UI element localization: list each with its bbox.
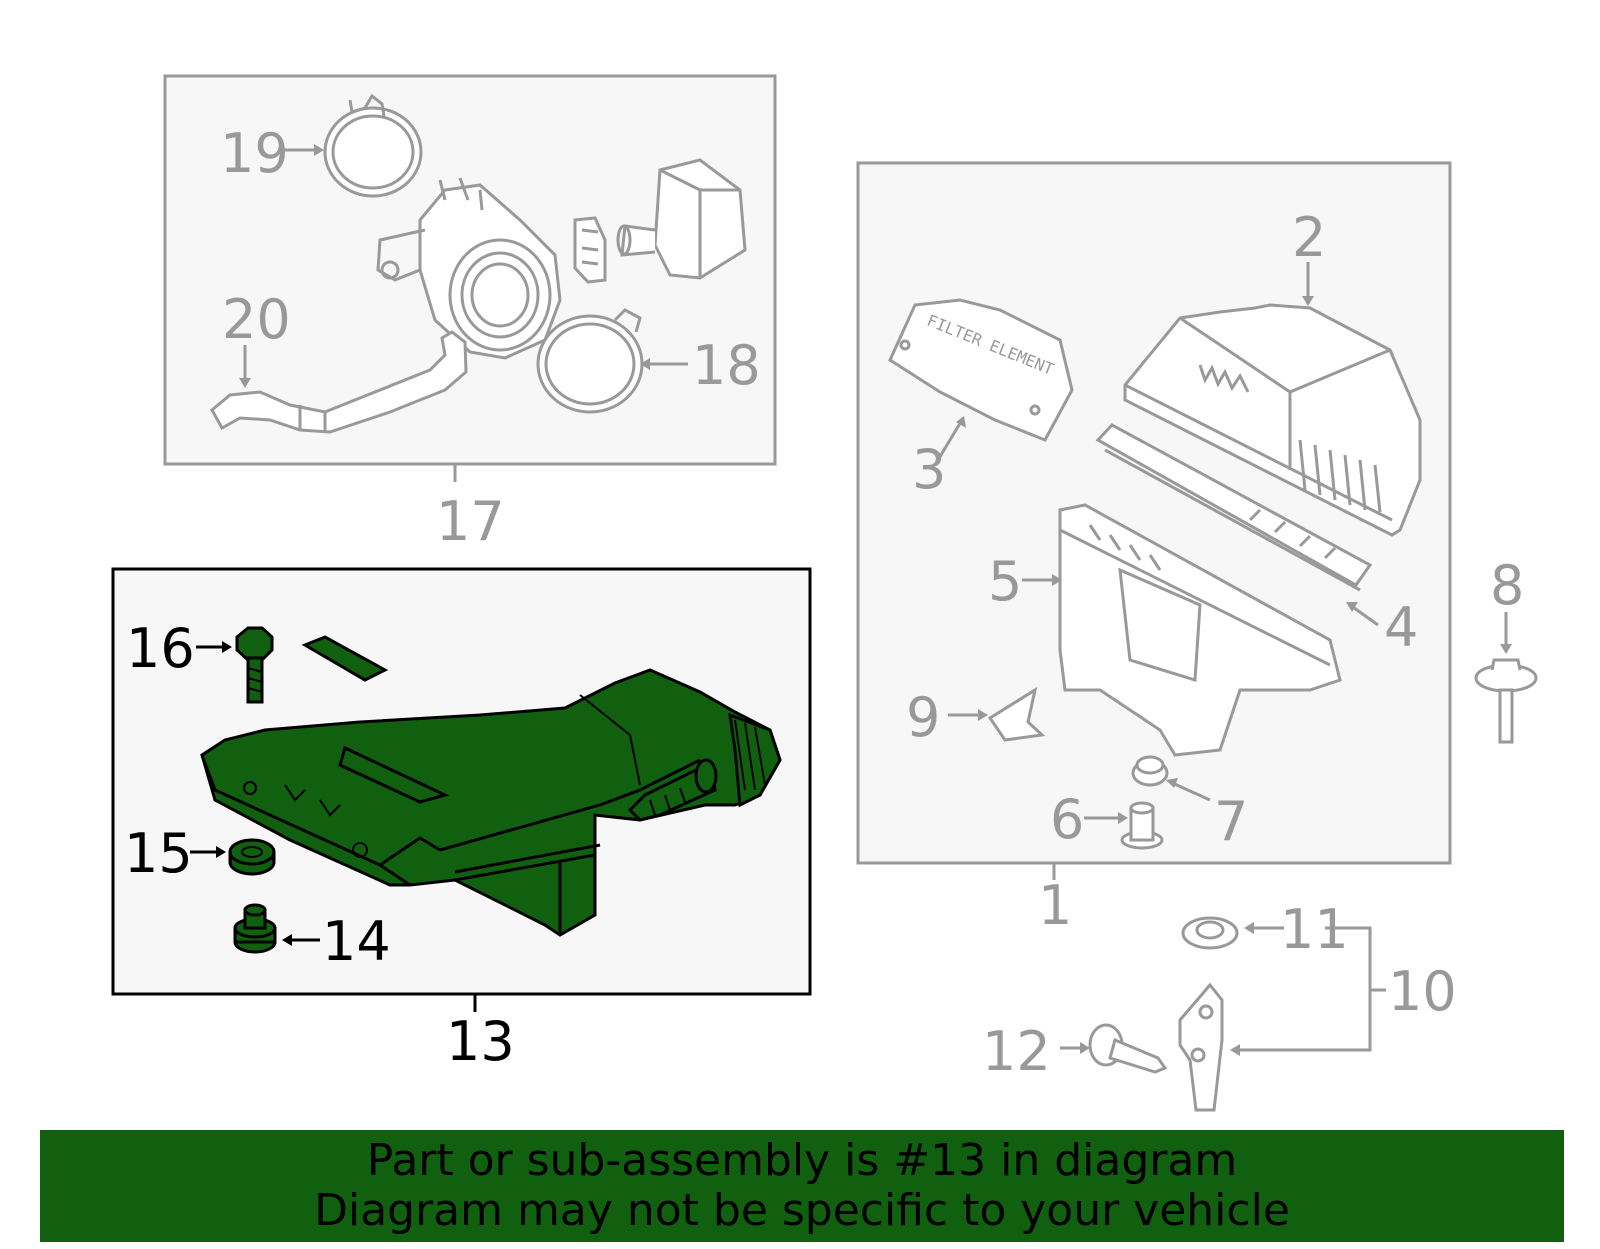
callout-13: 13: [446, 1010, 515, 1073]
seal-strip: [301, 635, 389, 682]
bracket-small: [573, 216, 607, 284]
callout-6: 6: [1050, 788, 1084, 851]
callout-15: 15: [124, 822, 193, 885]
lower-case-5: [1022, 503, 1342, 757]
clamp-19: [280, 93, 423, 198]
callout-2: 2: [1292, 206, 1326, 269]
clamp-18: [536, 308, 688, 414]
callout-8: 8: [1490, 554, 1524, 617]
callout-19: 19: [220, 122, 289, 185]
callout-3: 3: [912, 438, 946, 501]
intake-duct-17: [376, 177, 562, 360]
grommet-14: [233, 903, 320, 954]
banner-line-1: Part or sub-assembly is #13 in diagram: [366, 1135, 1238, 1186]
callout-9: 9: [906, 686, 940, 749]
bracket-9: [948, 686, 1046, 742]
callout-7: 7: [1214, 790, 1248, 853]
label-plate-3: FILTER ELEMENT: [888, 298, 1074, 466]
callout-14: 14: [322, 910, 391, 973]
grommet-15: [190, 838, 276, 876]
callout-4: 4: [1384, 596, 1418, 659]
air-cleaner-cover-2: [1123, 262, 1422, 537]
callout-10-bracket: [1230, 926, 1386, 1056]
filter-element-4: [1095, 423, 1379, 627]
washer-11: [1181, 916, 1284, 950]
screw-12: [1060, 1023, 1168, 1074]
callout-11: 11: [1280, 898, 1349, 961]
intake-duct-13: [200, 668, 782, 937]
bolt-8: [1474, 612, 1538, 744]
callout-10: 10: [1388, 960, 1457, 1023]
assembly-1-box: [856, 161, 1452, 880]
resonator: [616, 158, 747, 280]
grommet-7: [1131, 755, 1211, 802]
callout-17: 17: [436, 490, 505, 553]
callout-1: 1: [1038, 874, 1072, 937]
bolt-16: [196, 626, 274, 704]
callout-12: 12: [982, 1020, 1051, 1083]
hose-20: [210, 330, 468, 434]
bracket-plate-10: [1178, 982, 1224, 1112]
callout-18: 18: [692, 334, 761, 397]
callout-16: 16: [126, 617, 195, 680]
pin-6: [1084, 801, 1164, 850]
banner-line-2: Diagram may not be specific to your vehi…: [314, 1185, 1290, 1236]
callout-5: 5: [988, 550, 1022, 613]
callout-20: 20: [222, 288, 291, 351]
highlight-banner: Part or sub-assembly is #13 in diagram D…: [40, 1130, 1564, 1242]
